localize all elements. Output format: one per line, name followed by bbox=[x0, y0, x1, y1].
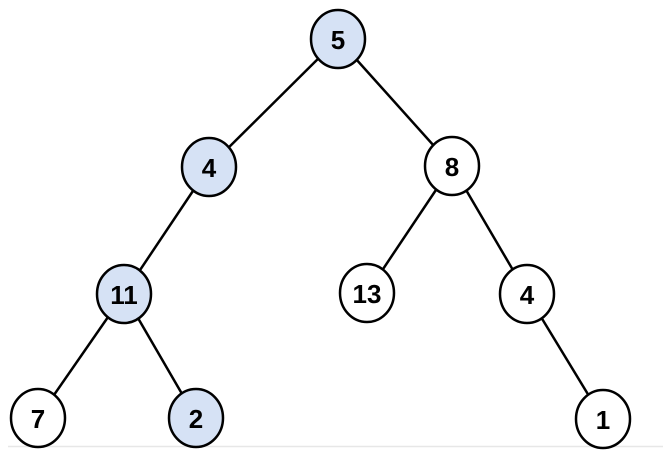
tree-node-circle bbox=[498, 263, 556, 325]
tree-node-label: 7 bbox=[31, 404, 45, 434]
tree-edge-node-5-to-node-4-left bbox=[208, 38, 339, 168]
tree-node-circle bbox=[309, 8, 367, 70]
tree-node-11: 11 bbox=[95, 263, 153, 325]
tree-node-4-right: 4 bbox=[498, 263, 556, 325]
tree-node-5: 5 bbox=[309, 8, 367, 70]
tree-node-label: 13 bbox=[353, 279, 382, 309]
tree-node-circle bbox=[423, 135, 481, 197]
tree-node-label: 4 bbox=[520, 280, 535, 310]
tree-node-label: 5 bbox=[331, 25, 345, 55]
tree-node-circle bbox=[180, 136, 238, 198]
tree-node-7: 7 bbox=[9, 387, 67, 449]
tree-node-2: 2 bbox=[167, 387, 225, 449]
tree-node-1: 1 bbox=[574, 388, 632, 450]
tree-node-label: 1 bbox=[596, 405, 610, 435]
tree-node-circle bbox=[338, 262, 396, 324]
tree-node-label: 2 bbox=[189, 404, 203, 434]
tree-node-label: 4 bbox=[202, 153, 217, 183]
tree-node-8: 8 bbox=[423, 135, 481, 197]
tree-node-label: 8 bbox=[445, 152, 459, 182]
tree-node-circle bbox=[574, 388, 632, 450]
tree-node-4-left: 4 bbox=[180, 136, 238, 198]
tree-node-circle bbox=[95, 263, 153, 325]
tree-node-circle bbox=[167, 387, 225, 449]
tree-node-circle bbox=[9, 387, 67, 449]
tree-node-label: 11 bbox=[110, 280, 138, 310]
tree-node-13: 13 bbox=[338, 262, 396, 324]
